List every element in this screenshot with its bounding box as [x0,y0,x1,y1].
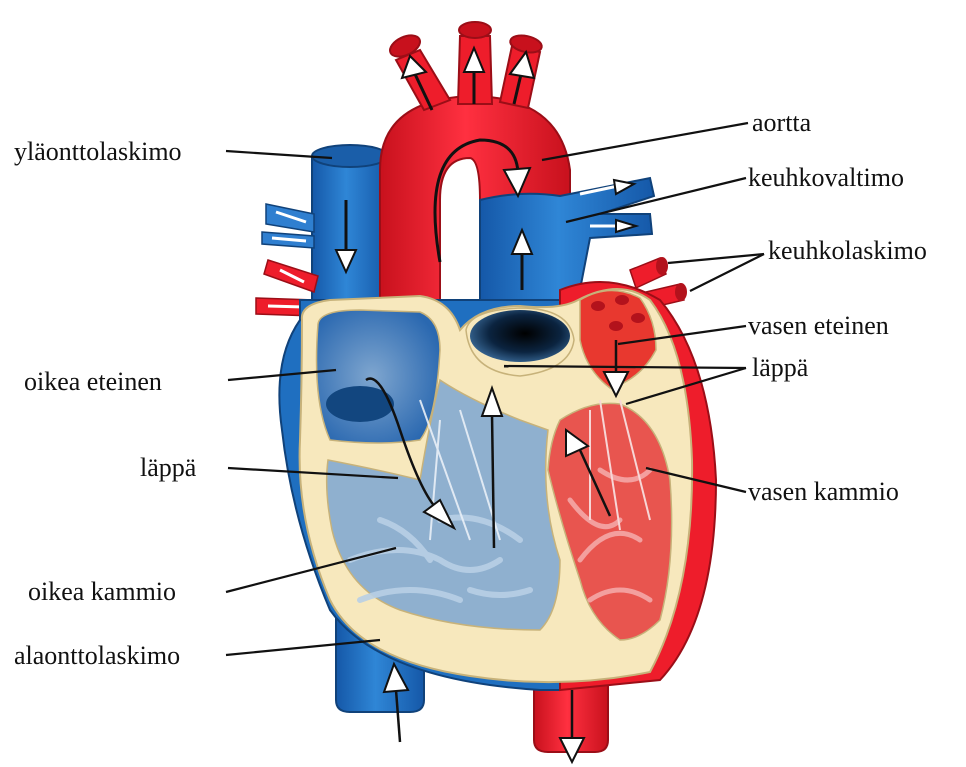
label-right-ventricle: oikea kammio [28,577,176,606]
label-pulmonary-artery: keuhkovaltimo [748,163,904,192]
label-left-atrium: vasen eteinen [748,311,889,340]
label-superior-vena-cava: yläonttolaskimo [14,137,182,166]
right-atrium-chamber [317,310,441,443]
leader-aorta [542,123,748,160]
pulmonary-trunk [480,178,654,300]
label-aorta: aortta [752,108,812,137]
label-valve-left: läppä [752,353,809,382]
label-valve-right: läppä [140,453,197,482]
label-inferior-vena-cava: alaonttolaskimo [14,641,180,670]
label-left-ventricle: vasen kammio [748,477,899,506]
label-pulmonary-veins: keuhkolaskimo [768,236,927,265]
label-right-atrium: oikea eteinen [24,367,162,396]
